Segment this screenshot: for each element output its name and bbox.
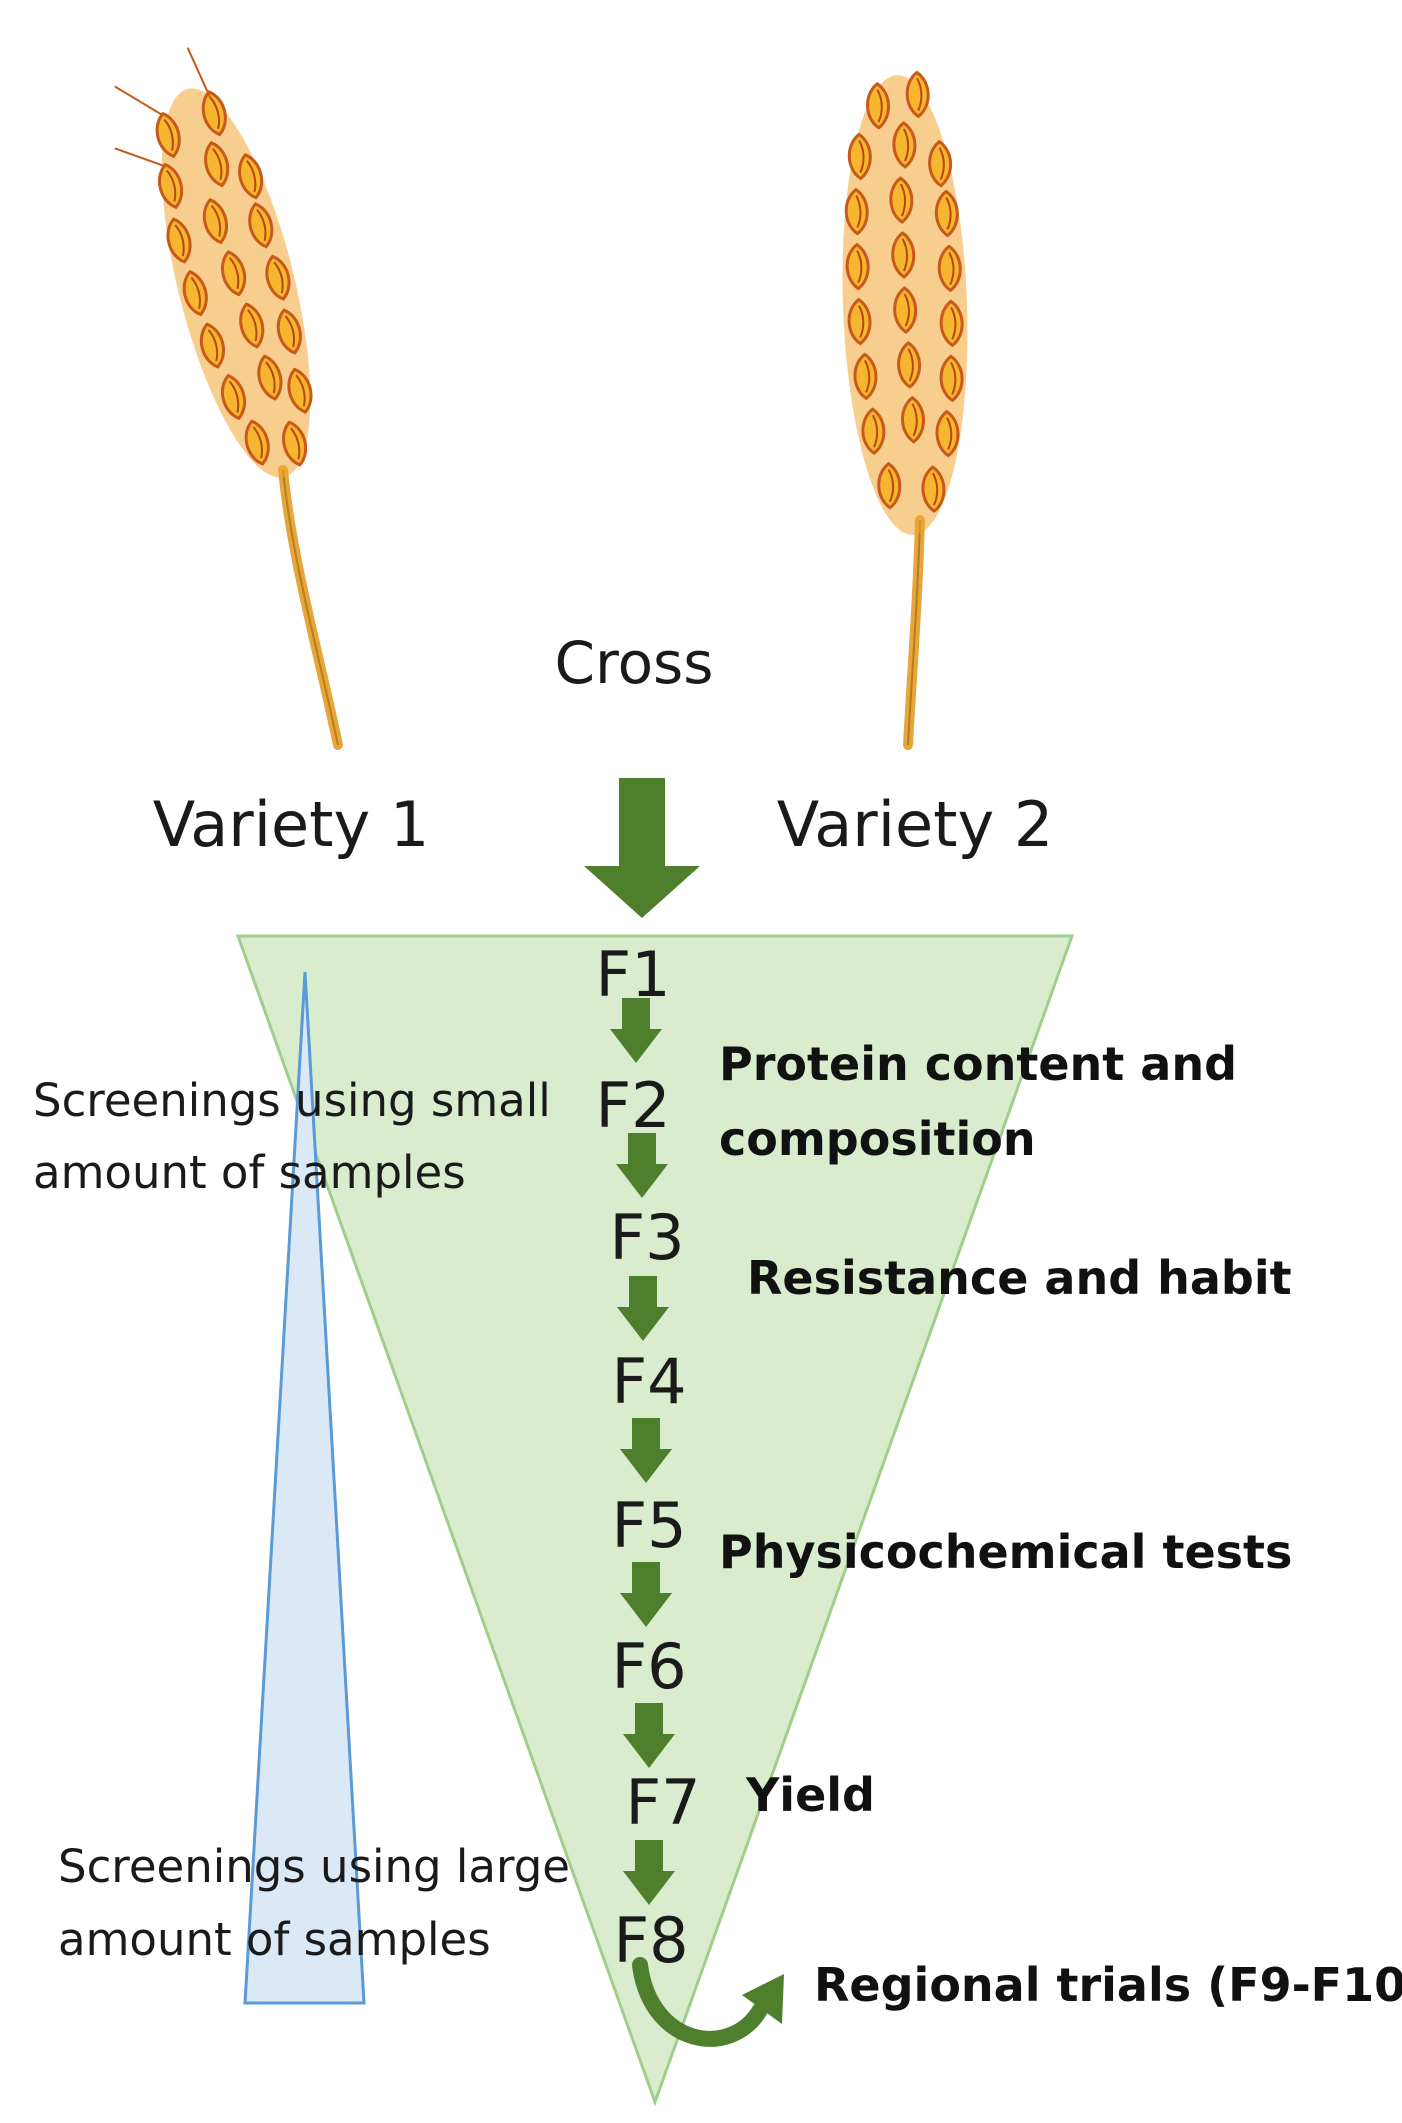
- generation-label: F6: [611, 1630, 686, 1703]
- generation-label: F7: [625, 1766, 700, 1839]
- protein-label-line1: Protein content and: [719, 1037, 1237, 1091]
- variety2-label: Variety 2: [777, 788, 1054, 861]
- wheat-spike-icon: [842, 70, 968, 750]
- generation-label: F1: [595, 938, 670, 1011]
- large-screening-line1: Screenings using large: [58, 1840, 570, 1893]
- down-arrow-icon: [584, 778, 700, 918]
- down-arrow-icon: [623, 1703, 675, 1768]
- sample-scale-triangle: [243, 971, 366, 2005]
- down-arrow-icon: [620, 1562, 672, 1627]
- resistance-label: Resistance and habit: [747, 1251, 1292, 1305]
- physicochemical-label: Physicochemical tests: [719, 1525, 1292, 1579]
- generation-label: F2: [595, 1069, 670, 1142]
- generation-label: F8: [613, 1904, 688, 1977]
- generation-label: F5: [611, 1489, 686, 1562]
- wheat-spike-icon: [114, 47, 343, 750]
- variety1-label: Variety 1: [153, 788, 430, 861]
- down-arrow-icon: [617, 1276, 669, 1341]
- small-screening-line2: amount of samples: [33, 1146, 466, 1199]
- generation-label: F4: [611, 1345, 686, 1418]
- down-arrow-icon: [623, 1840, 675, 1905]
- cross-label: Cross: [555, 629, 714, 697]
- protein-label-line2: composition: [719, 1112, 1036, 1166]
- large-screening-line2: amount of samples: [58, 1913, 491, 1966]
- generation-arrows: [610, 998, 675, 1905]
- curved-arrow-icon: [632, 1957, 784, 2047]
- yield-label: Yield: [745, 1768, 875, 1822]
- down-arrow-icon: [616, 1133, 668, 1198]
- down-arrow-icon: [610, 998, 662, 1063]
- selection-funnel: [235, 934, 1075, 2107]
- small-screening-line1: Screenings using small: [33, 1074, 551, 1127]
- regional-trials-label: Regional trials (F9-F10): [814, 1958, 1402, 2012]
- down-arrow-icon: [620, 1418, 672, 1483]
- generation-label: F3: [609, 1201, 684, 1274]
